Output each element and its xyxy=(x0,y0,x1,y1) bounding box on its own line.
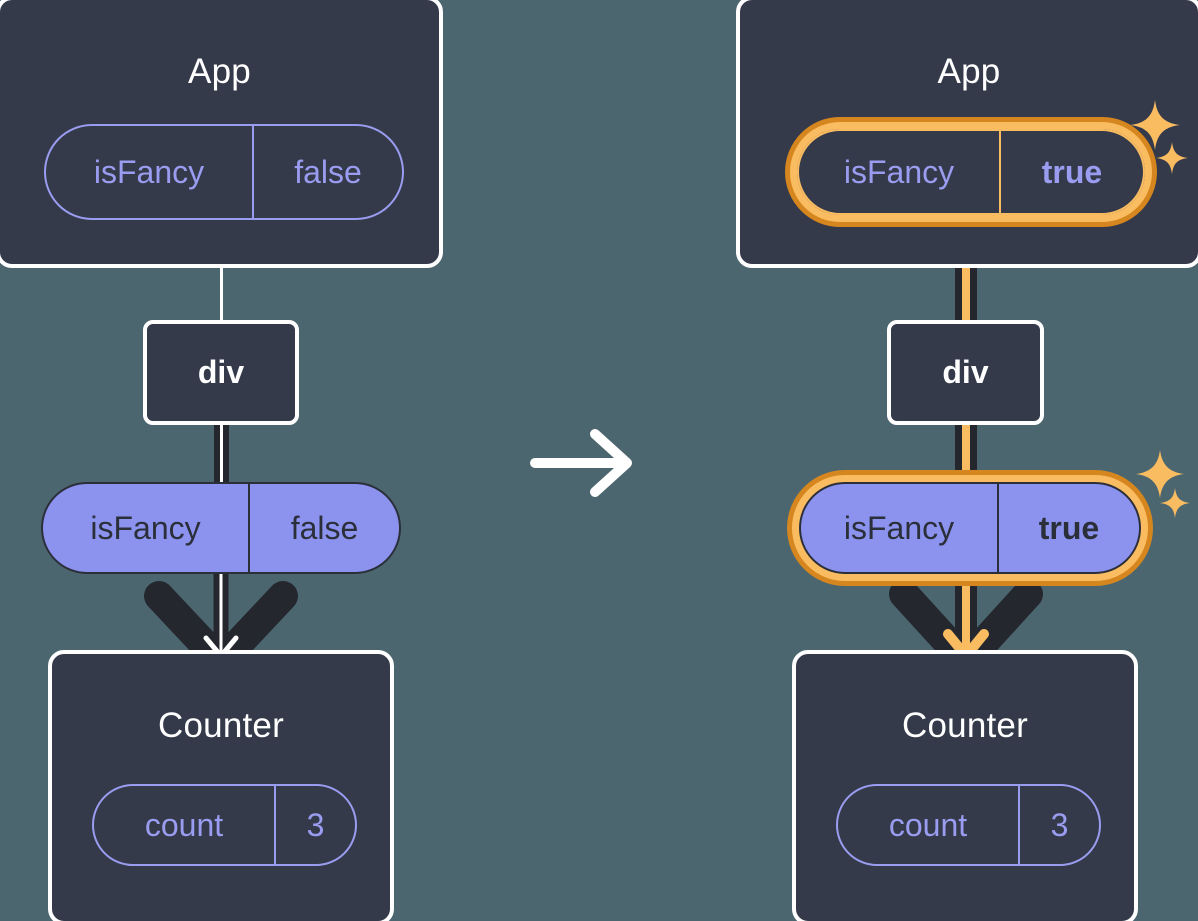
sparkle-small-prop-icon xyxy=(1160,488,1190,518)
app-state-pill-after: isFancy true xyxy=(797,129,1145,215)
pill-key-after-prop: isFancy xyxy=(843,510,955,546)
connector-core-div-to-prop-after xyxy=(962,423,970,487)
sparkle-large-app-icon xyxy=(1130,100,1180,150)
connector-app-to-div-before xyxy=(220,266,223,322)
counter-title-after: Counter xyxy=(902,706,1028,745)
pill-divider xyxy=(248,484,250,572)
pill-divider xyxy=(999,131,1001,213)
pill-divider xyxy=(997,484,999,572)
prop-pill-after: isFancy true xyxy=(799,482,1141,574)
pill-key-before-app: isFancy xyxy=(93,154,205,190)
sparkle-large-prop-icon xyxy=(1136,450,1184,498)
sparkle-small-app-icon xyxy=(1156,142,1188,174)
counter-state-pill-after: count 3 xyxy=(836,784,1101,866)
app-title-before: App xyxy=(188,52,251,91)
pill-value-after-app: true xyxy=(1041,154,1103,190)
div-label-after: div xyxy=(942,354,989,390)
app-state-pill-before: isFancy false xyxy=(44,124,404,220)
counter-state-pill-before: count 3 xyxy=(92,784,357,866)
pill-value-before-app: false xyxy=(294,154,362,190)
div-box-after: div xyxy=(887,320,1044,425)
pill-key-before-prop: isFancy xyxy=(90,510,201,546)
pill-key-after-app: isFancy xyxy=(843,154,955,190)
pill-divider xyxy=(1018,786,1020,864)
pill-value-after-counter: 3 xyxy=(1050,807,1069,843)
pill-divider xyxy=(252,126,254,218)
connector-core-div-to-prop-before xyxy=(220,423,223,487)
counter-title-before: Counter xyxy=(158,706,284,745)
pill-divider xyxy=(274,786,276,864)
prop-pill-before: isFancy false xyxy=(41,482,401,574)
counter-box-after: Counter count 3 xyxy=(792,650,1138,921)
pill-value-after-prop: true xyxy=(1038,510,1100,546)
pill-key-before-counter: count xyxy=(144,807,224,843)
pill-value-before-prop: false xyxy=(290,510,359,546)
app-box-before: App isFancy false xyxy=(0,0,443,268)
counter-box-before: Counter count 3 xyxy=(48,650,394,921)
pill-value-before-counter: 3 xyxy=(306,807,325,843)
connector-core-app-to-div-after xyxy=(962,215,970,327)
pill-key-after-counter: count xyxy=(888,807,968,843)
transition-arrow-icon xyxy=(530,429,632,497)
app-title-after: App xyxy=(937,52,1001,91)
div-box-before: div xyxy=(143,320,299,425)
div-label-before: div xyxy=(197,354,245,390)
